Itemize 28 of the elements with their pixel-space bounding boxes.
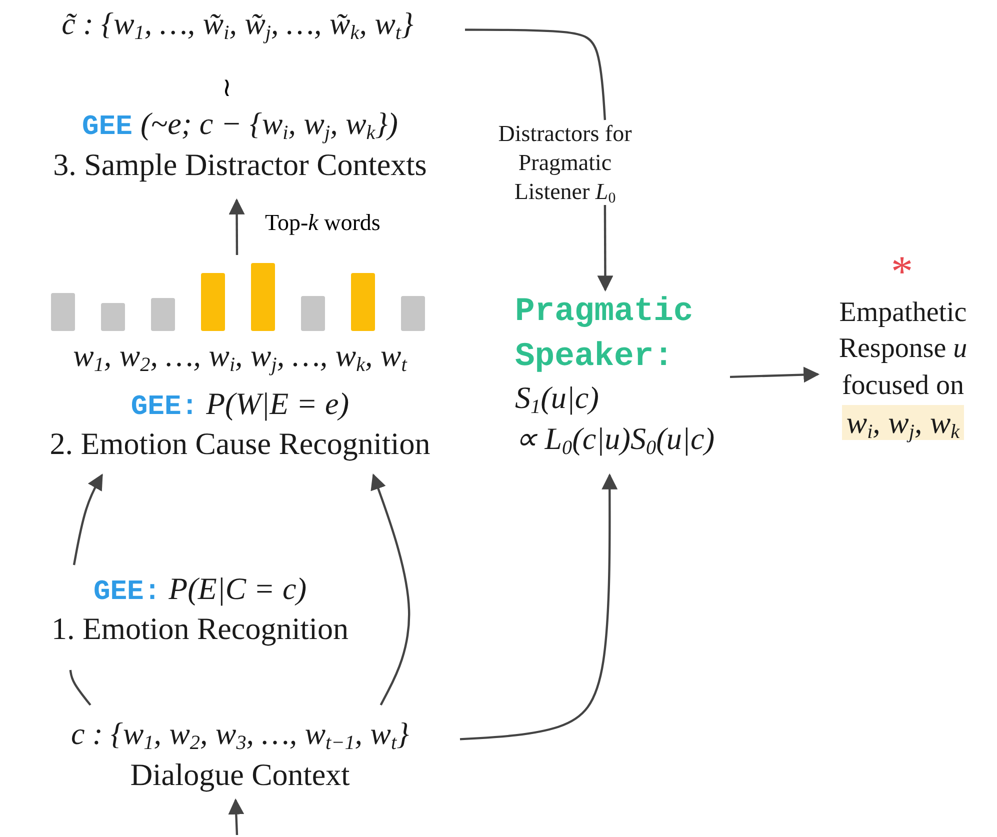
arrow [228,198,245,255]
output-description: Empathetic Response u focused on [838,297,968,401]
formula: c : {w$_{1}$, w$_{2}$, w$_{3}$, …, w$_{t−1}$, w$_{t}$} [71,716,409,751]
arrow [72,474,103,566]
model-name: Pragmatic Speaker: [515,292,694,377]
formula: ∝ L$_{0}$(c|u)S$_{0}$(u|c) [515,421,715,456]
formula: P(E|C = c) [168,571,307,606]
arrow [597,205,614,292]
arrow [730,366,820,383]
model-name: GEE [82,112,132,143]
arrow [370,474,410,706]
formula: S$_{1}$(u|c) [515,380,600,416]
sampling-symbol: ≀ [222,72,232,103]
model-name: GEE: [130,392,198,423]
step-title: 1. Emotion Recognition [51,611,349,646]
node-label: Dialogue Context [130,757,350,792]
edge-note: Distractors for Pragmatic Listener L$_{0}$ [498,121,632,204]
step-title: 3. Sample Distractor Contexts [53,147,427,182]
formula: (~e; c − {w$_{i}$, w$_{j}$, w$_{k}$}) [140,106,398,141]
model-name: GEE: [93,577,161,608]
asterisk-mark: * [891,250,913,294]
focus-words: w$_{i}$, w$_{j}$, w$_{k}$ [842,405,964,440]
formula: c̃ : {w$_{1}$, …, w̃$_{i}$, w̃$_{j}$, …, w̃$_{k}$, w$_{t}$} [62,6,414,41]
word-sequence: w$_{1}$, w$_{2}$, …, w$_{i}$, w$_{j}$, …, w$_{k}$, w$_{t}$ [73,338,407,373]
arrow [228,798,244,836]
formula: P(W|E = e) [206,386,350,421]
arrow [460,473,618,740]
step-title: 2. Emotion Cause Recognition [50,426,430,461]
